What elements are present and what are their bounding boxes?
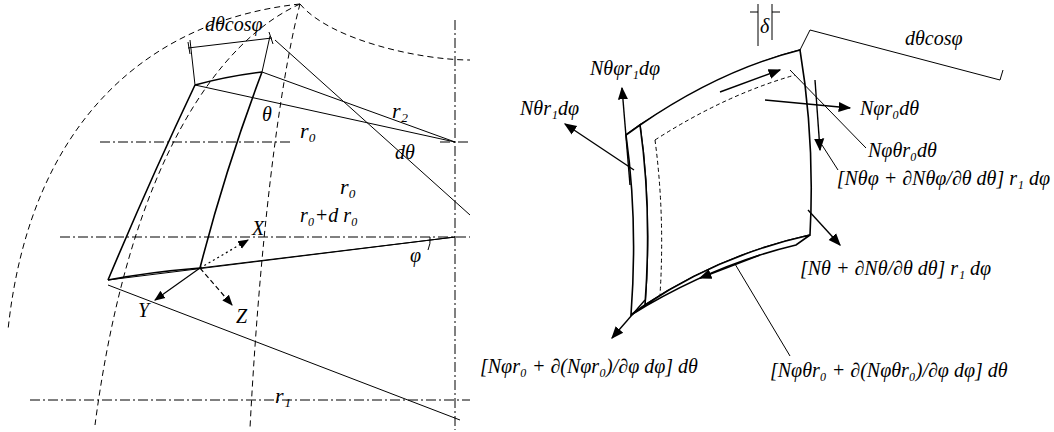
- math-label: r₀: [340, 176, 356, 198]
- math-label: dθcosφ: [905, 28, 963, 48]
- math-label: Nθφr₁dφ: [590, 58, 660, 78]
- math-label: r₁: [275, 385, 291, 407]
- math-label: φ: [410, 245, 421, 265]
- math-label: [Nφθr₀ + ∂(Nφθr₀)/∂φ dφ] dθ: [770, 360, 1008, 380]
- math-label: r₂: [392, 100, 408, 122]
- math-label: r₀+d r₀: [300, 205, 358, 225]
- math-label: Nφθr₀dθ: [868, 140, 937, 160]
- math-label: Z: [236, 306, 247, 326]
- math-label: Nθr₁dφ: [520, 98, 579, 118]
- math-label: δ: [760, 16, 769, 36]
- math-label: [Nθφ + ∂Nθφ/∂θ dθ] r₁ dφ: [837, 168, 1050, 188]
- math-label: dθ: [395, 142, 415, 162]
- math-label: Nφr₀dθ: [860, 98, 919, 118]
- math-label: [Nθ + ∂Nθ/∂θ dθ] r₁ dφ: [800, 258, 991, 278]
- math-label: r₀: [300, 120, 316, 142]
- math-label: X: [252, 218, 264, 238]
- math-label: Y: [138, 300, 149, 320]
- math-label: θ: [262, 104, 272, 124]
- math-label: [Nφr₀ + ∂(Nφr₀)/∂φ dφ] dθ: [480, 356, 698, 376]
- math-label: dθcosφ: [205, 14, 263, 34]
